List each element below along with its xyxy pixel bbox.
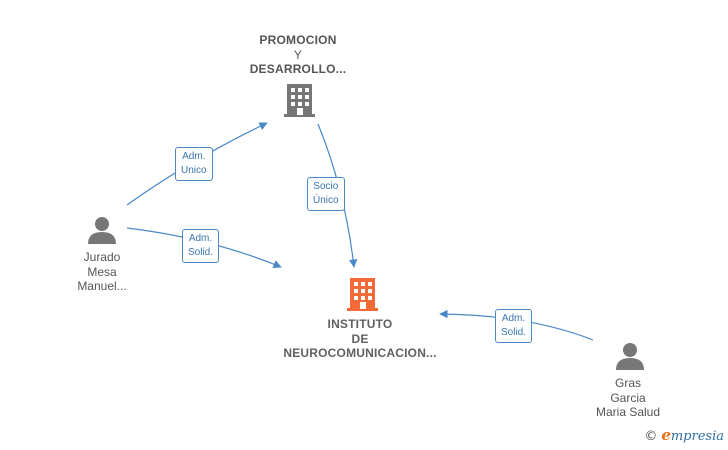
person-label-jurado[interactable]: Jurado Mesa Manuel...: [77, 250, 127, 293]
brand-logo: ©empresia: [644, 426, 724, 444]
brand-initial: e: [661, 426, 671, 444]
person-icon: [88, 217, 116, 244]
person-label-gras[interactable]: Gras Garcia Maria Salud: [595, 376, 661, 419]
brand-name: mpresia: [670, 429, 724, 444]
building-icon: [347, 278, 378, 311]
edge-label-adm-solid-gras: Adm. Solid.: [495, 309, 533, 343]
edge-label-adm-solid-jurado: Adm. Solid.: [182, 229, 220, 263]
company-label-instituto[interactable]: INSTITUTO DE NEUROCOMUNICACION...: [283, 317, 437, 360]
edge-label-adm-unico: Adm. Unico: [175, 147, 213, 181]
copyright-symbol: ©: [644, 429, 658, 444]
building-icon: [284, 84, 315, 117]
edge-label-socio-unico: Socio Único: [307, 177, 345, 211]
person-icon: [616, 343, 644, 370]
company-label-promocion[interactable]: PROMOCION Y DESARROLLO...: [249, 33, 347, 76]
